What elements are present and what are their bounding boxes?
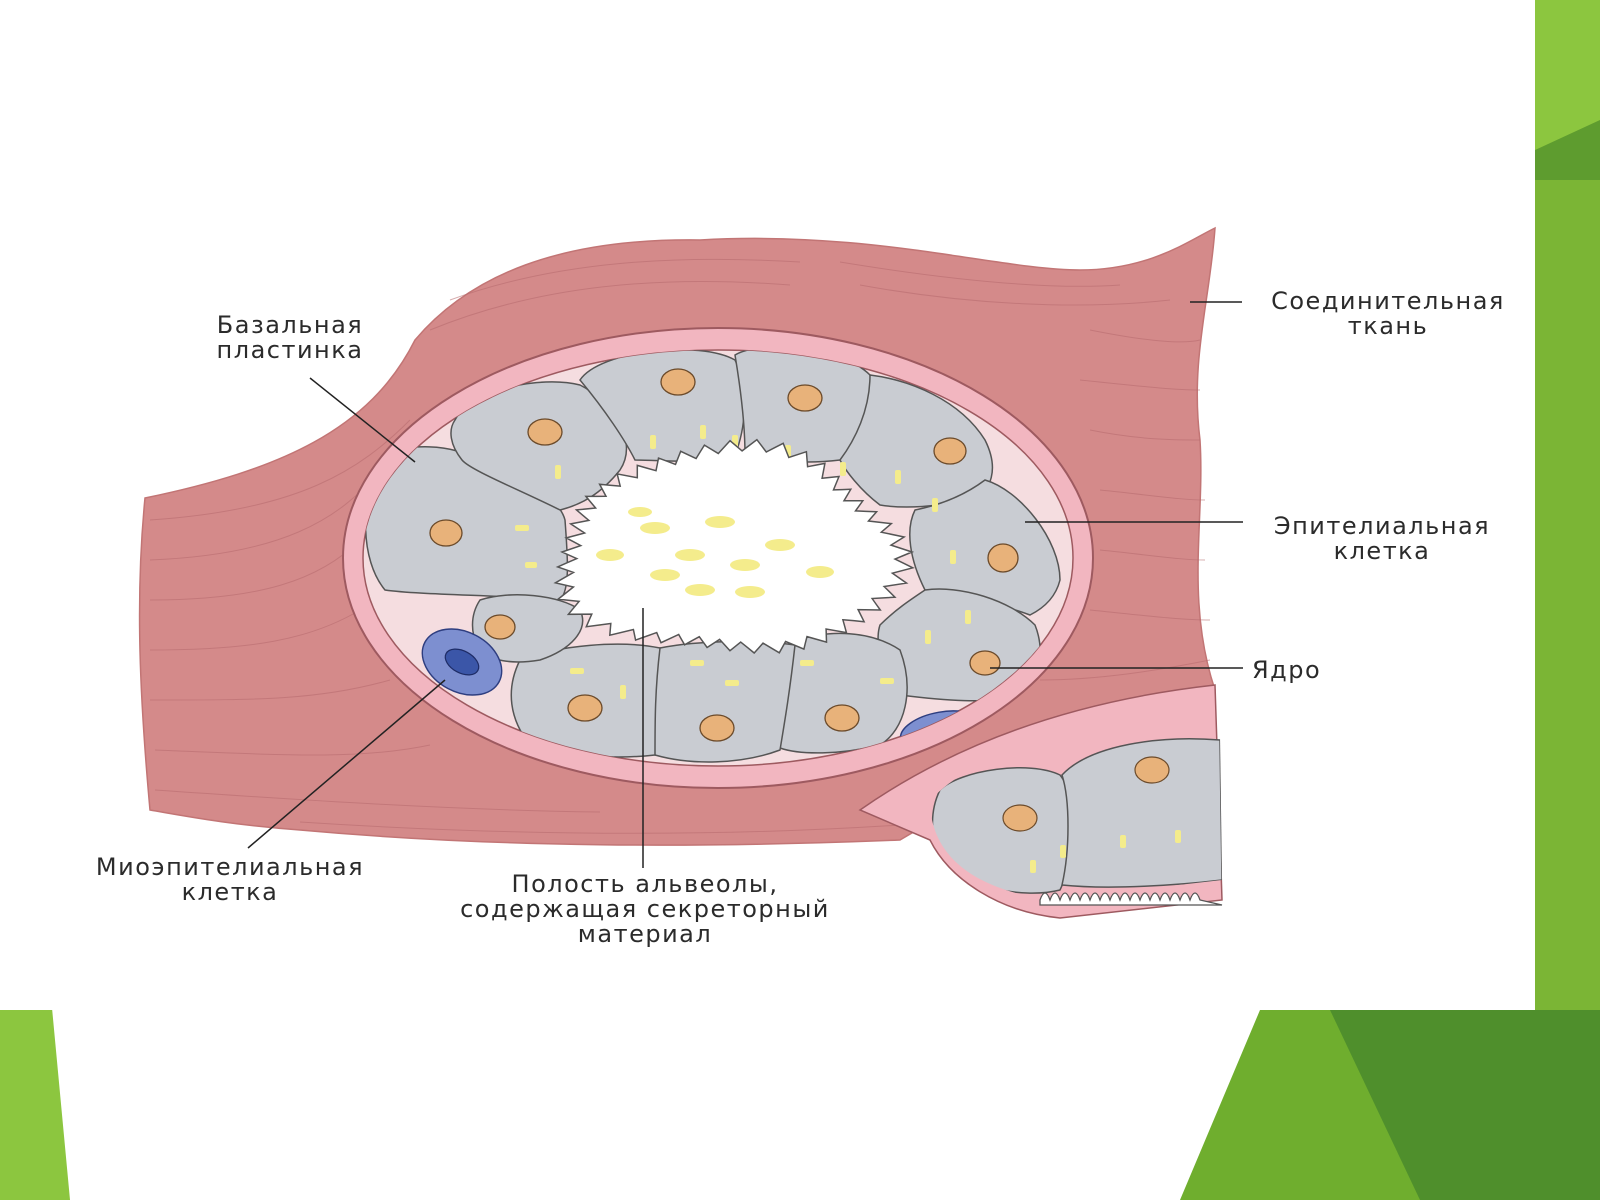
green-shape-bottom-right-dark	[1330, 1010, 1600, 1200]
nucleus	[987, 543, 1019, 573]
nuclei	[429, 368, 1019, 742]
nucleus	[527, 418, 563, 446]
nucleus	[787, 384, 823, 412]
nucleus	[969, 650, 1001, 676]
nucleus	[933, 437, 967, 465]
leader-lines	[247, 301, 1243, 868]
alveolus	[342, 327, 1094, 789]
leader-line-basal-lamina	[309, 377, 416, 463]
nucleus	[1134, 756, 1170, 784]
secretory-granules	[515, 425, 971, 699]
myoepithelial-cell	[421, 628, 503, 696]
secretory-granules	[1030, 830, 1181, 873]
label-basal-lamina: Базальная пластинка	[216, 311, 364, 364]
label-nucleus: Ядро	[1252, 656, 1322, 684]
label-connective-tissue: Соединительная ткань	[1271, 287, 1505, 340]
epithelial-cell	[647, 640, 796, 763]
nucleus	[824, 704, 860, 732]
connective-tissue-fibers	[149, 258, 1211, 834]
nucleus	[429, 519, 463, 547]
leader-line-myoepithelial-cell	[247, 679, 446, 849]
label-alveolar-cavity: Полость альвеолы, содержащая секреторный…	[460, 870, 830, 948]
label-epithelial-cell: Эпителиальная клетка	[1273, 512, 1491, 565]
nucleus	[567, 694, 603, 722]
adjacent-alveolus	[858, 684, 1223, 919]
label-myoepithelial-cell: Миоэпителиальная клетка	[95, 853, 365, 906]
nucleus	[484, 614, 516, 640]
myoepithelial-nucleus	[444, 648, 480, 676]
adjacent-lumen-edge	[1039, 892, 1223, 906]
adjacent-epithelial-cell	[1061, 738, 1222, 888]
nucleus	[699, 714, 735, 742]
alveolar-lumen	[553, 438, 915, 655]
nucleus	[660, 368, 696, 396]
nucleus	[1002, 804, 1038, 832]
lumen-secretory-material	[596, 507, 834, 598]
